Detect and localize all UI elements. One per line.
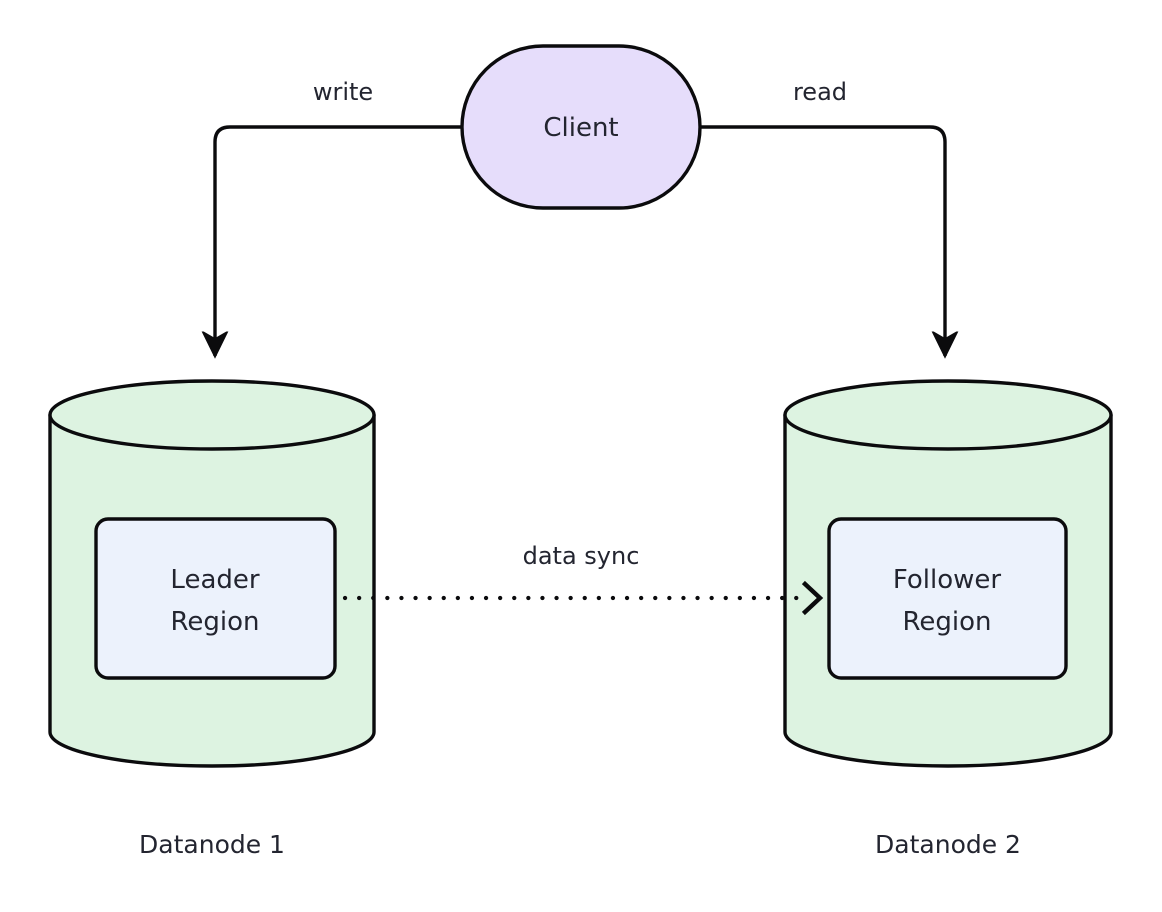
datanode1-cylinder-top: [48, 379, 376, 451]
edge-read-path: [700, 125, 947, 352]
datanode2-cylinder-top: [783, 379, 1113, 451]
edge-read-label: read: [793, 78, 847, 106]
node-datanode2[interactable]: Follower Region Datanode 2: [783, 379, 1113, 859]
leader-region-box: [94, 517, 337, 680]
node-datanode1[interactable]: Leader Region Datanode 1: [48, 379, 376, 859]
leader-region-label-line2: Region: [170, 607, 259, 637]
client-label: Client: [543, 113, 618, 143]
edge-data-sync-label: data sync: [523, 542, 640, 570]
edge-write: write: [215, 78, 462, 356]
leader-region[interactable]: Leader Region: [94, 517, 337, 680]
leader-region-label-line1: Leader: [170, 565, 259, 595]
node-client[interactable]: Client: [460, 44, 702, 210]
edge-data-sync: data sync: [342, 542, 824, 616]
datanode1-caption: Datanode 1: [139, 830, 285, 859]
follower-region-label-line2: Region: [902, 607, 991, 637]
follower-region-box: [827, 517, 1068, 680]
edge-data-sync-arrowhead: [801, 580, 824, 616]
edge-write-label: write: [313, 78, 373, 106]
edge-write-path: [213, 125, 462, 352]
client-shape: [460, 44, 702, 210]
follower-region[interactable]: Follower Region: [827, 517, 1068, 680]
datanode2-caption: Datanode 2: [875, 830, 1021, 859]
follower-region-label-line1: Follower: [893, 565, 1002, 595]
edge-read: read: [700, 78, 945, 356]
